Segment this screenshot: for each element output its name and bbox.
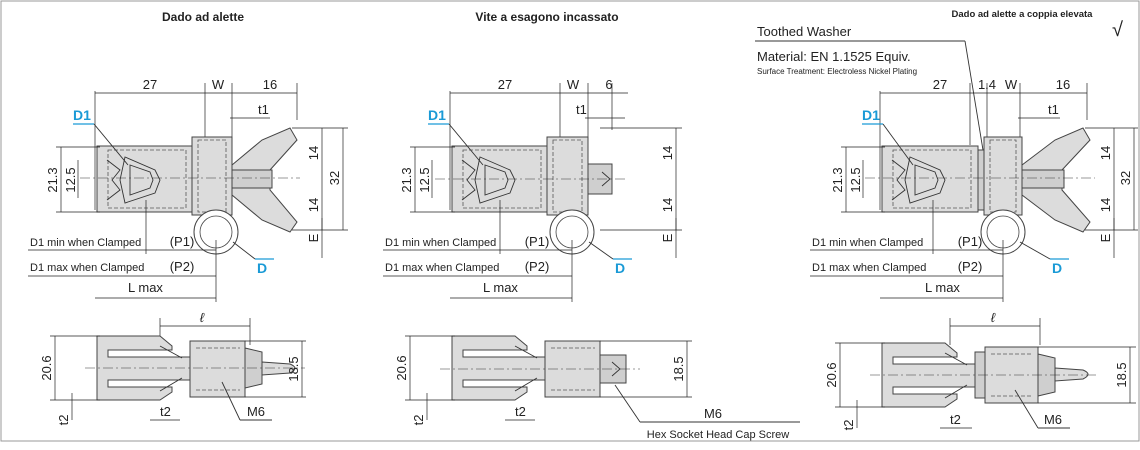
dim-1-4-right: 1.4 [978, 77, 996, 92]
dim-27-mid: 27 [498, 77, 512, 92]
dim-t2-mid-right: t2 [950, 412, 961, 427]
dim-t2-mid-mid: t2 [515, 404, 526, 419]
dim-18-5-right: 18.5 [1114, 362, 1129, 387]
dim-32-right: 32 [1118, 171, 1133, 185]
dim-20-6-right: 20.6 [824, 362, 839, 387]
label-d1-right: D1 [862, 107, 880, 123]
dim-14-upper: 14 [306, 146, 321, 160]
dim-t1: t1 [258, 102, 269, 117]
label-p2-mid: (P2) [525, 259, 550, 274]
label-d1-min: D1 min when Clamped [30, 237, 141, 249]
check-mark-icon: √ [1112, 19, 1123, 41]
dim-e: E [306, 233, 321, 242]
label-d-right: D [1052, 260, 1062, 276]
dim-12-5-mid: 12.5 [417, 167, 432, 192]
heading-high-torque: Dado ad alette a coppia elevata [952, 9, 1094, 20]
heading-hex-socket: Vite a esagono incassato [475, 10, 618, 24]
dim-27-right: 27 [933, 77, 947, 92]
dim-12-5: 12.5 [63, 167, 78, 192]
right-top-view: Toothed Washer Material: EN 1.1525 Equiv… [755, 24, 1138, 302]
dim-e-right: E [1098, 233, 1113, 242]
label-p1-mid: (P1) [525, 234, 550, 249]
dim-t2-left-mid: t2 [411, 415, 426, 426]
label-d-mid: D [615, 260, 625, 276]
middle-top-view: 27 W 6 t1 21.3 12.5 14 14 E D1 D [383, 77, 682, 302]
label-lmax: L max [128, 280, 163, 295]
label-material: Material: EN 1.1525 Equiv. [757, 49, 911, 64]
label-d: D [257, 260, 267, 276]
dim-t1-right: t1 [1048, 102, 1059, 117]
label-p2: (P2) [170, 259, 195, 274]
label-surface-treatment: Surface Treatment: Electroless Nickel Pl… [757, 67, 917, 76]
dim-20-6-mid: 20.6 [394, 355, 409, 380]
dim-20-6: 20.6 [39, 355, 54, 380]
label-p1: (P1) [170, 234, 195, 249]
label-lmax-mid: L max [483, 280, 518, 295]
label-lmax-right: L max [925, 280, 960, 295]
dim-21-3: 21.3 [45, 167, 60, 192]
dim-16-right: 16 [1056, 77, 1070, 92]
dim-w-right: W [1005, 77, 1018, 92]
dim-18-5-mid: 18.5 [671, 356, 686, 381]
dim-ell-right: ℓ [991, 310, 996, 325]
dim-t2-left-right: t2 [841, 420, 856, 431]
label-m6-left: M6 [247, 404, 265, 419]
middle-bottom-view: 20.6 18.5 t2 t2 M6 Hex Socket Head Cap S… [394, 335, 800, 441]
dim-14-lower-mid: 14 [660, 198, 675, 212]
label-p1-right: (P1) [958, 234, 983, 249]
label-d1-min-right: D1 min when Clamped [812, 237, 923, 249]
label-p2-right: (P2) [958, 259, 983, 274]
label-toothed-washer: Toothed Washer [757, 24, 852, 39]
label-hex-socket: Hex Socket Head Cap Screw [647, 429, 790, 441]
dim-e-mid: E [660, 233, 675, 242]
label-d1-min-mid: D1 min when Clamped [385, 237, 496, 249]
right-bottom-view: ℓ 20.6 18.5 t2 t2 M6 [824, 310, 1136, 430]
dim-w-mid: W [567, 77, 580, 92]
dim-18-5: 18.5 [286, 356, 301, 381]
dim-16: 16 [263, 77, 277, 92]
dim-14-upper-mid: 14 [660, 146, 675, 160]
dim-6-mid: 6 [605, 77, 612, 92]
label-m6-mid: M6 [704, 406, 722, 421]
dim-21-3-right: 21.3 [830, 167, 845, 192]
label-d1-max: D1 max when Clamped [30, 262, 144, 274]
dim-32: 32 [327, 171, 342, 185]
dim-ell: ℓ [200, 310, 205, 325]
label-d1-mid: D1 [428, 107, 446, 123]
dim-12-5-right: 12.5 [848, 167, 863, 192]
left-bottom-view: ℓ 20.6 18.5 t2 t2 M6 [39, 310, 306, 425]
dim-27: 27 [143, 77, 157, 92]
dim-t2-mid: t2 [160, 404, 171, 419]
label-d1: D1 [73, 107, 91, 123]
left-top-view: 27 W 16 t1 21.3 12.5 14 [28, 77, 348, 302]
label-m6-right: M6 [1044, 412, 1062, 427]
dim-t1-mid: t1 [576, 102, 587, 117]
dim-w: W [212, 77, 225, 92]
dim-14-lower-right: 14 [1098, 198, 1113, 212]
label-d1-max-right: D1 max when Clamped [812, 262, 926, 274]
dim-14-lower: 14 [306, 198, 321, 212]
heading-wing-nut: Dado ad alette [162, 10, 244, 24]
dim-t2-left: t2 [56, 415, 71, 426]
dim-14-upper-right: 14 [1098, 146, 1113, 160]
label-d1-max-mid: D1 max when Clamped [385, 262, 499, 274]
dim-21-3-mid: 21.3 [399, 167, 414, 192]
